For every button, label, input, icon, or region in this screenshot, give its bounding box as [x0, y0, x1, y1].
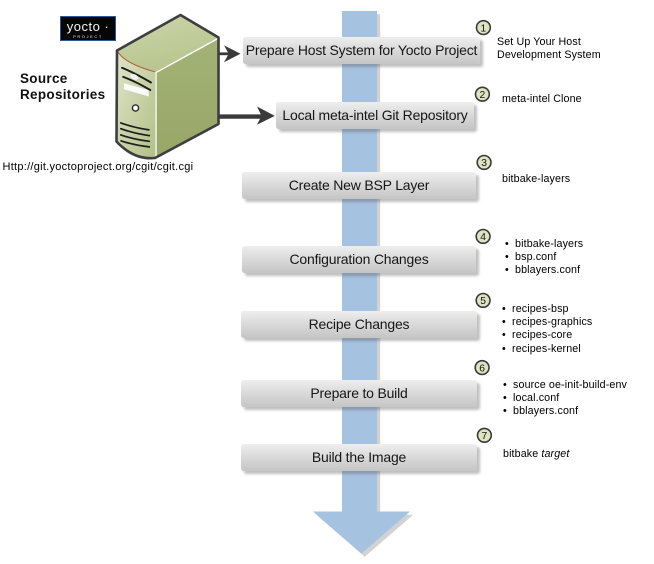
svg-text:7: 7 [482, 431, 488, 442]
svg-text:2: 2 [480, 90, 486, 101]
svg-text:6: 6 [479, 363, 485, 374]
svg-text:1: 1 [481, 23, 487, 34]
svg-text:3: 3 [481, 158, 487, 169]
svg-text:4: 4 [480, 232, 486, 243]
svg-text:5: 5 [480, 296, 486, 307]
